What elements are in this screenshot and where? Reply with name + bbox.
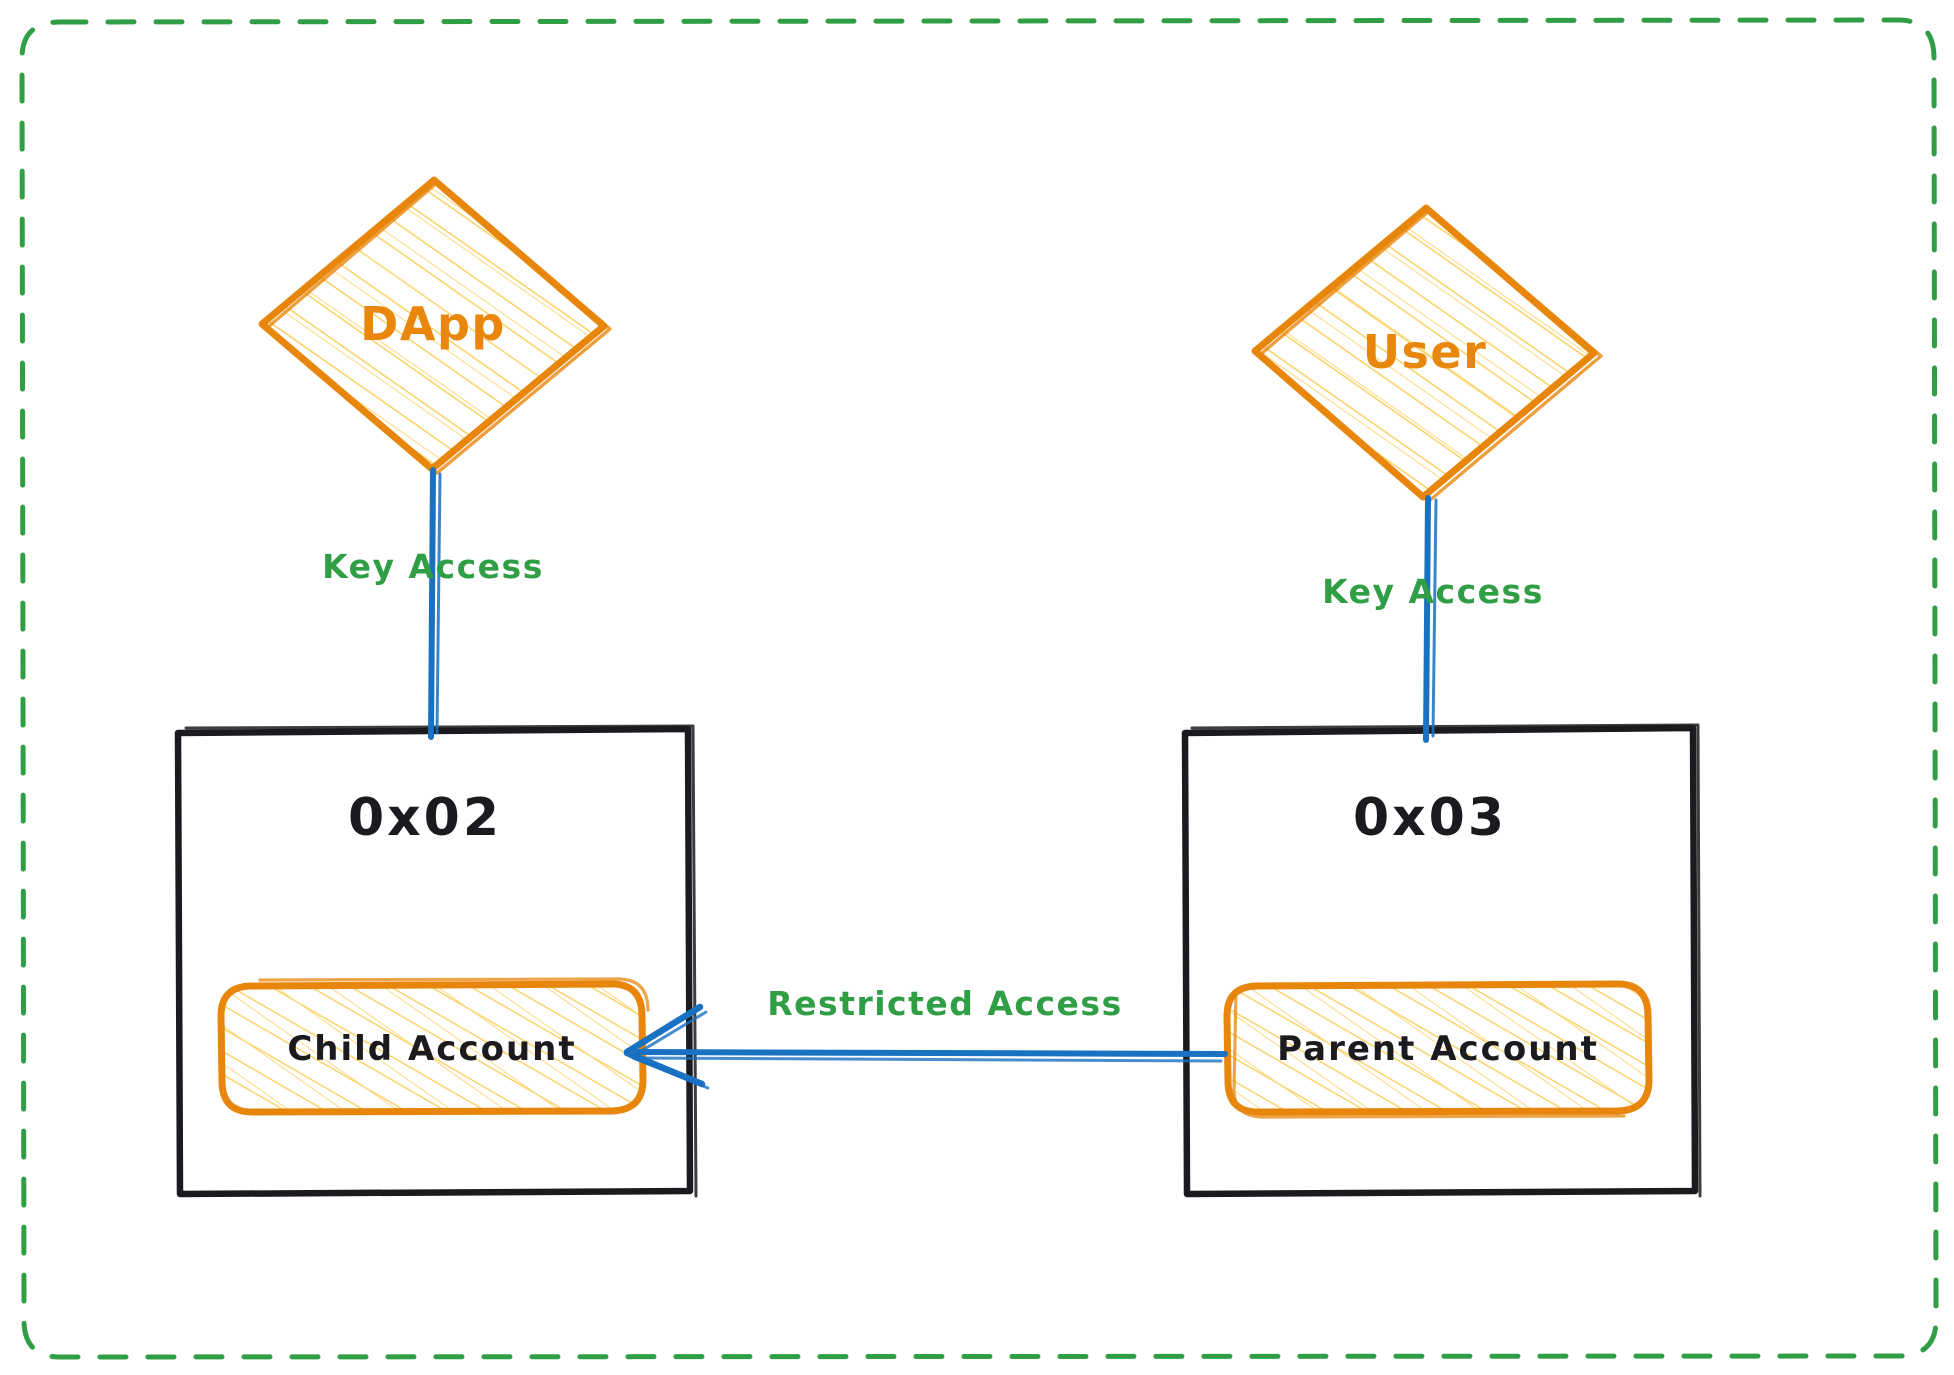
parent-pill-fill-2 [1228,985,1648,1110]
restricted-arrowhead-upper-2 [631,1010,708,1058]
edge-dapp-label: Key Access [322,547,544,586]
restricted-arrow-shaft [625,1049,1228,1057]
child-box-outline-2 [184,724,698,1198]
parent-box-label: 0x03 [1353,788,1507,848]
parent-box-outline [1181,724,1699,1198]
restricted-arrowhead-lower [623,1049,706,1088]
node-dapp[interactable]: DApp [258,176,612,475]
user-label: User [1363,325,1488,379]
outer-dashed-frame [19,17,1939,1360]
edge-user-line [1423,495,1431,743]
edge-user-label: Key Access [1322,572,1544,611]
edge-dapp-to-child[interactable]: Key Access [322,467,544,740]
child-box-outline [174,725,694,1198]
edge-dapp-line-2 [435,472,442,735]
edge-dapp-line [428,467,436,740]
child-box-label: 0x02 [348,788,502,848]
child-pill-outline [217,980,647,1116]
parent-pill-label: Parent Account [1277,1029,1599,1069]
edge-user-to-parent[interactable]: Key Access [1322,495,1544,743]
node-parent-box[interactable]: 0x03 [1181,723,1702,1198]
child-pill-fill-2 [222,985,642,1110]
node-parent-account-pill[interactable]: Parent Account [1223,980,1653,1119]
dapp-outline-2 [266,180,612,475]
parent-pill-outline [1223,980,1653,1116]
child-pill-outline-2 [258,977,650,1012]
parent-box-outline-2 [1190,723,1702,1198]
edge-user-line-2 [1431,498,1438,738]
restricted-arrow-shaft-2 [638,1056,1223,1063]
parent-pill-outline-2 [1232,990,1626,1119]
restricted-arrowhead-lower-2 [631,1056,710,1090]
dapp-label: DApp [360,297,506,351]
child-pill-label: Child Account [287,1029,576,1069]
node-child-account-pill[interactable]: Child Account [217,977,650,1116]
restricted-arrowhead-upper [623,1003,704,1056]
edge-restricted-label: Restricted Access [767,984,1122,1023]
node-child-box[interactable]: 0x02 [174,724,698,1198]
node-user[interactable]: User [1251,204,1603,503]
edge-parent-to-child[interactable]: Restricted Access [623,984,1228,1090]
